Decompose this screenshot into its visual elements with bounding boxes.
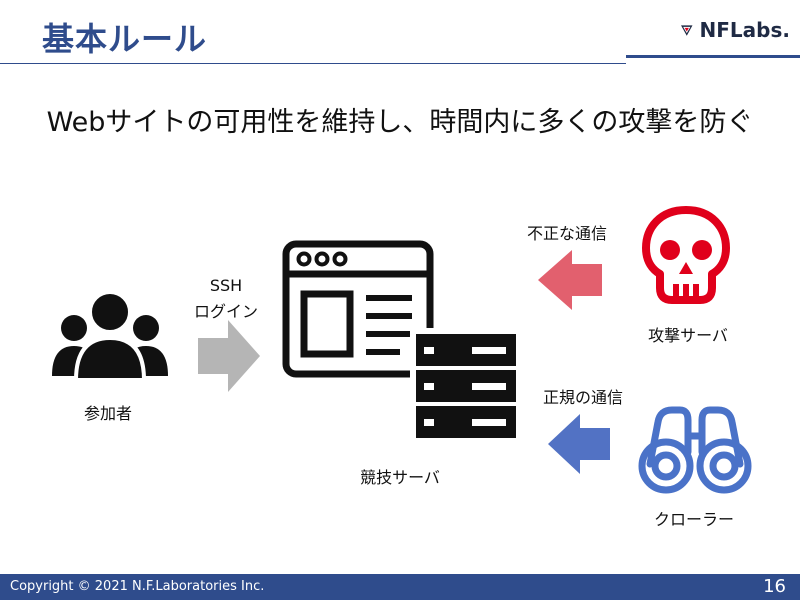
participants-icon <box>52 290 168 382</box>
logo-text: NFLabs. <box>699 18 790 42</box>
page-number: 16 <box>763 576 786 597</box>
attack-traffic-label: 不正な通信 <box>526 224 607 243</box>
footer-bar: Copyright © 2021 N.F.Laboratories Inc. 1… <box>0 574 800 600</box>
server-rack-icon <box>410 328 520 442</box>
nflabs-logo-icon <box>681 25 693 36</box>
crawler-label: クローラー <box>653 510 734 529</box>
ssh-label: SSH <box>209 276 243 295</box>
normal-traffic-arrow <box>548 414 610 474</box>
skull-icon <box>642 206 730 304</box>
website-window-icon <box>282 240 434 378</box>
ssh-arrow <box>198 320 260 392</box>
page-title: 基本ルール <box>42 20 208 58</box>
competition-server-label: 競技サーバ <box>360 468 440 487</box>
attack-server-label: 攻撃サーバ <box>648 326 728 345</box>
logo-divider <box>626 55 800 58</box>
participant-label: 参加者 <box>83 404 132 423</box>
copyright-text: Copyright © 2021 N.F.Laboratories Inc. <box>10 579 265 594</box>
binoculars-icon <box>638 406 752 494</box>
attack-traffic-arrow <box>538 250 602 310</box>
ssh-login-label: ログイン <box>193 302 258 321</box>
slide-subtitle: Webサイトの可用性を維持し、時間内に多くの攻撃を防ぐ <box>46 107 754 138</box>
company-logo: NFLabs. <box>680 12 790 48</box>
title-divider <box>0 63 626 64</box>
normal-traffic-label: 正規の通信 <box>542 388 623 407</box>
